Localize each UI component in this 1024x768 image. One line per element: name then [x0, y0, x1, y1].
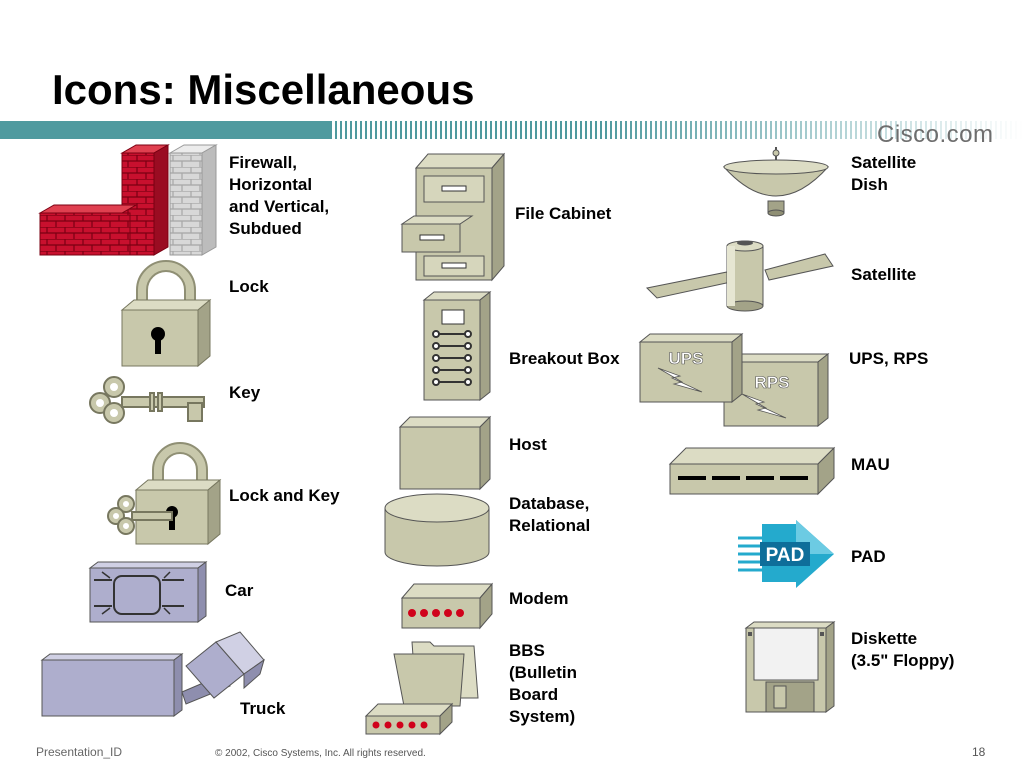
car-label: Car — [225, 581, 254, 600]
diskette-icon — [744, 621, 836, 713]
firewall-label: Firewall, Horizontal and Vertical, Subdu… — [229, 153, 330, 238]
pad-text: PAD — [766, 545, 805, 566]
satellite-dish-label: Satellite Dish — [851, 153, 917, 194]
lock-label: Lock — [229, 277, 269, 296]
mau-icon — [668, 446, 836, 496]
satellite-dish-icon — [722, 147, 830, 217]
file-cabinet-icon — [400, 152, 506, 282]
footer-copyright: © 2002, Cisco Systems, Inc. All rights r… — [215, 748, 426, 759]
satellite-icon — [645, 240, 834, 312]
diskette-label: Diskette (3.5" Floppy) — [851, 629, 955, 670]
host-label: Host — [509, 435, 547, 454]
page-title: Icons: Miscellaneous — [52, 66, 475, 113]
mau-label: MAU — [851, 455, 890, 474]
cisco-logo: Cisco.com — [877, 121, 994, 148]
header-band — [0, 117, 1024, 143]
key-icon — [89, 376, 205, 424]
file-cabinet-label: File Cabinet — [515, 204, 612, 223]
ups-rps-label: UPS, RPS — [849, 349, 929, 368]
car-icon — [88, 561, 208, 623]
pad-label: PAD — [851, 547, 886, 566]
database-label: Database, Relational — [509, 494, 591, 535]
footer-presentation-id: Presentation_ID — [36, 745, 123, 759]
breakout-box-icon — [422, 290, 492, 402]
ups-text: UPS — [669, 349, 704, 368]
lock-and-key-icon — [107, 442, 222, 546]
satellite-label: Satellite — [851, 265, 917, 284]
truck-label: Truck — [240, 699, 286, 718]
modem-icon — [400, 582, 494, 630]
page-number: 18 — [972, 745, 986, 759]
database-icon — [384, 493, 490, 567]
modem-label: Modem — [509, 589, 569, 608]
pad-icon: PAD — [738, 520, 834, 588]
lock-icon — [120, 260, 212, 368]
lock-and-key-label: Lock and Key — [229, 486, 340, 505]
bbs-icon — [364, 641, 479, 736]
key-label: Key — [229, 383, 261, 402]
host-icon — [398, 415, 492, 491]
truck-icon — [40, 631, 265, 717]
bbs-label: BBS (Bulletin Board System) — [509, 641, 577, 726]
firewall-icon — [38, 144, 218, 256]
breakout-box-label: Breakout Box — [509, 349, 620, 368]
rps-text: RPS — [755, 373, 790, 392]
ups-rps-icon: RPS UPS — [638, 332, 830, 428]
